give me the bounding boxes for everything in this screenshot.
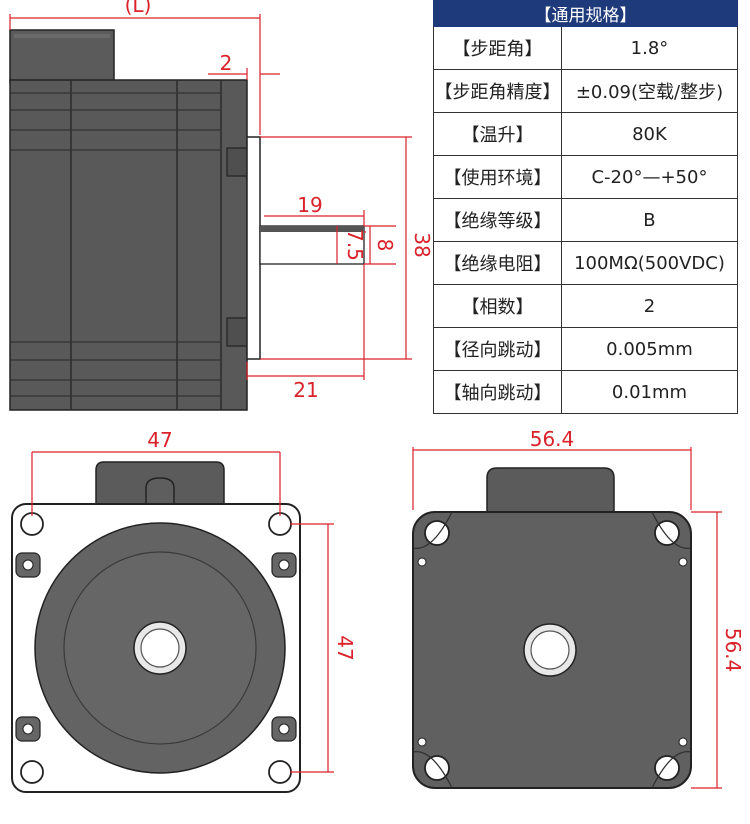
front-view <box>11 461 301 793</box>
dim-extension-label: 21 <box>293 378 318 402</box>
spec-label: 【轴向跳动】 <box>433 370 562 414</box>
spec-table: 【通用规格】 【步距角】1.8° 【步距角精度】±0.09(空载/整步) 【温升… <box>433 0 739 414</box>
spec-value: 0.005mm <box>560 327 739 371</box>
spec-label: 【绝缘等级】 <box>433 198 562 242</box>
spec-value: B <box>560 198 739 242</box>
table-row: 【温升】80K <box>433 112 739 156</box>
dim-flange-label: 2 <box>220 51 233 75</box>
table-row: 【轴向跳动】0.01mm <box>433 370 739 414</box>
dim-shaft-length-label: 19 <box>297 193 322 217</box>
dim-rear-width-label: 56.4 <box>530 427 575 451</box>
dim-length-label: (L) <box>125 0 152 17</box>
table-row: 【步距角】1.8° <box>433 26 739 70</box>
table-row: 【使用环境】C-20°—+50° <box>433 155 739 199</box>
spec-table-title: 【通用规格】 <box>433 0 738 27</box>
table-row: 【径向跳动】0.005mm <box>433 327 739 371</box>
rear-dimensions: 56.4 56.4 <box>412 427 745 789</box>
spec-label: 【使用环境】 <box>433 155 562 199</box>
spec-value: ±0.09(空载/整步) <box>560 69 739 113</box>
front-dimensions: 47 47 <box>31 428 357 773</box>
spec-value: 80K <box>560 112 739 156</box>
table-row: 【绝缘电阻】100MΩ(500VDC) <box>433 241 739 285</box>
dim-boss-label: 38 <box>410 232 434 257</box>
table-row: 【绝缘等级】B <box>433 198 739 242</box>
spec-label: 【步距角】 <box>433 26 562 70</box>
spec-value: C-20°—+50° <box>560 155 739 199</box>
spec-value: 2 <box>560 284 739 328</box>
dim-rear-height-label: 56.4 <box>721 628 745 673</box>
side-dimensions: (L) 2 19 8 7.5 38 21 <box>9 0 434 402</box>
rear-view <box>412 467 692 789</box>
side-view <box>9 29 365 411</box>
table-row: 【步距角精度】±0.09(空载/整步) <box>433 69 739 113</box>
spec-value: 0.01mm <box>560 370 739 414</box>
spec-label: 【步距角精度】 <box>433 69 562 113</box>
dim-front-width-label: 47 <box>147 428 172 452</box>
dim-shaft-dia-label: 8 <box>373 239 397 252</box>
dim-flat-label: 7.5 <box>343 229 367 261</box>
spec-label: 【温升】 <box>433 112 562 156</box>
table-row: 【相数】2 <box>433 284 739 328</box>
spec-value: 1.8° <box>560 26 739 70</box>
spec-label: 【径向跳动】 <box>433 327 562 371</box>
spec-label: 【绝缘电阻】 <box>433 241 562 285</box>
dim-front-height-label: 47 <box>333 635 357 660</box>
spec-label: 【相数】 <box>433 284 562 328</box>
spec-value: 100MΩ(500VDC) <box>560 241 739 285</box>
